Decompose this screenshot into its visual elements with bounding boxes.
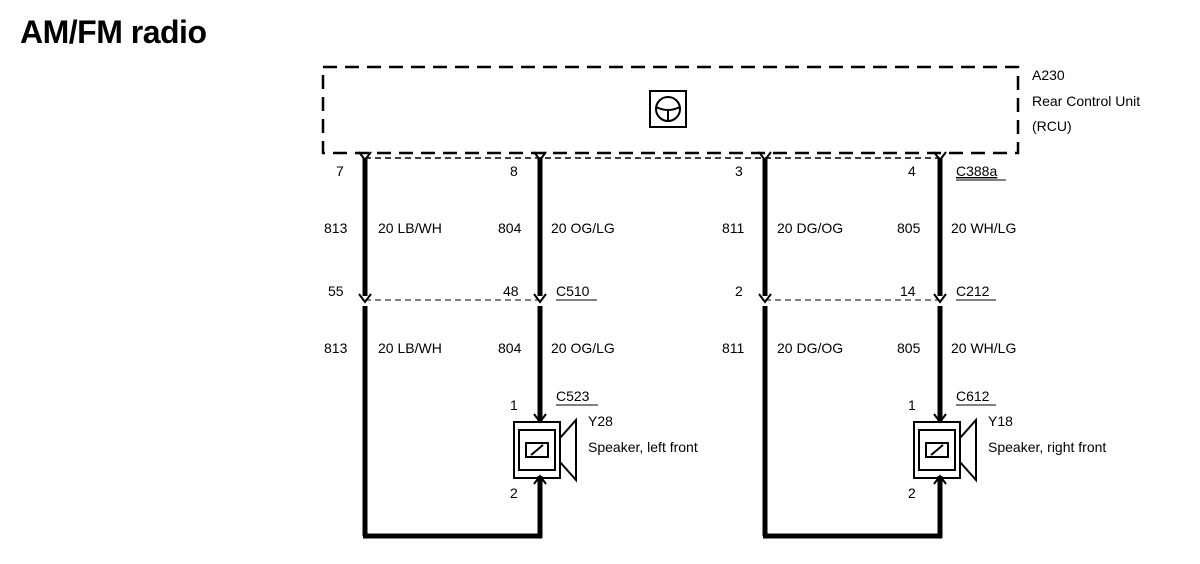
speaker-id: Y28 [588,413,613,429]
circuit-id: 811 [722,220,745,236]
circuit-id: 811 [722,340,745,356]
connector-marks [358,151,947,485]
circuit-id: 805 [897,340,921,356]
speaker-icon [913,417,977,483]
pin-label: 2 [908,485,916,501]
circuit-id: 804 [498,220,522,236]
speaker-name: Speaker, left front [588,439,698,455]
module-box [321,65,1020,155]
pin-label: 14 [900,283,916,299]
wire-color: 20 DG/OG [777,220,843,236]
module-id: A230 [1032,67,1065,83]
connector-label: C388a [956,163,997,179]
wire-color: 20 LB/WH [378,220,442,236]
page-title: AM/FM radio [20,14,207,50]
connector-label: C212 [956,283,990,299]
wire-color: 20 LB/WH [378,340,442,356]
wire-color: 20 OG/LG [551,340,615,356]
wire-813 [362,158,542,539]
pin-label: 4 [908,163,916,179]
circuit-id: 804 [498,340,522,356]
wire-811 [762,158,942,539]
module-abbr: (RCU) [1032,118,1072,134]
pin-label: 48 [503,283,519,299]
circuit-id: 813 [324,340,348,356]
pin-label: 8 [510,163,518,179]
pin-label: 1 [510,397,518,413]
pin-label: 3 [735,163,743,179]
module-name: Rear Control Unit [1032,93,1140,109]
speaker-name: Speaker, right front [988,439,1106,455]
circuit-id: 813 [324,220,348,236]
connector-label: C510 [556,283,590,299]
pin-label: 7 [336,163,344,179]
connector-label: C612 [956,388,990,404]
pin-label: 1 [908,397,916,413]
pin-label: 55 [328,283,344,299]
wire-color: 20 WH/LG [951,340,1016,356]
speaker-icon [513,417,577,483]
pin-label: 2 [510,485,518,501]
steering-wheel-icon [649,90,687,128]
wire-color: 20 DG/OG [777,340,843,356]
speaker-id: Y18 [988,413,1013,429]
pin-label: 2 [735,283,743,299]
wire-color: 20 OG/LG [551,220,615,236]
wire-color: 20 WH/LG [951,220,1016,236]
circuit-id: 805 [897,220,921,236]
connector-label: C523 [556,388,590,404]
